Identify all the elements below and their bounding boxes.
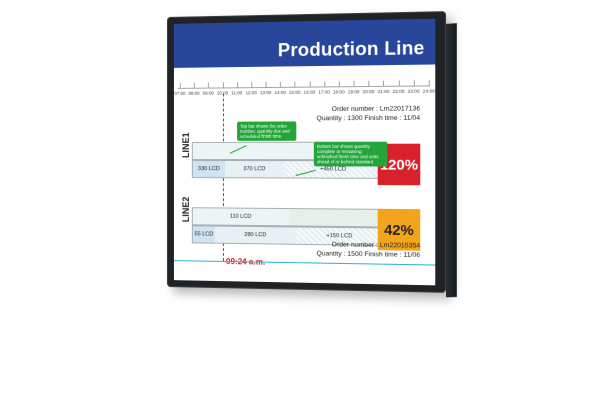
monitor-side — [446, 23, 457, 298]
timeline-tick-label: 24:00 — [422, 88, 435, 94]
timeline-tick — [353, 80, 355, 88]
line2-quantity-finish: Quantity : 1500 Finish time : 11/06 — [316, 250, 421, 260]
timeline-tick-label: 11:00 — [231, 90, 243, 96]
timeline-tick — [236, 82, 238, 89]
timeline-tick-label: 20:00 — [362, 89, 375, 95]
timeline-tick — [338, 81, 340, 88]
line1-quantity-finish: Quantity : 1300 Finish time : 11/04 — [316, 114, 421, 123]
line2-top-remaining — [289, 209, 383, 227]
line2-seg-1: 110 LCD — [192, 208, 290, 226]
timeline-tick — [294, 81, 296, 88]
timeline-tick-label: 09:00 — [202, 90, 214, 96]
timeline-tick — [265, 81, 267, 89]
line1-seg-1: 330 LCD — [192, 161, 225, 178]
line1-callout-bottom: Bottom bar shows quantity complete or re… — [313, 141, 388, 167]
timeline-tick-label: 17:00 — [318, 89, 330, 95]
timeline-tick-label: 13:00 — [259, 90, 272, 96]
line2-order-info: Order number : Lm22015354 Quantity : 150… — [316, 240, 420, 260]
timeline-tick-label: 22:00 — [392, 88, 405, 95]
page-title: Production Line — [277, 37, 425, 61]
line1-callout-top: Top bar shows the order number, quantity… — [237, 121, 297, 141]
timeline-tick — [383, 80, 385, 87]
line1-label: LINE1 — [180, 132, 191, 159]
line2-top-bar: 110 LCD — [191, 207, 385, 228]
timeline-tick — [251, 82, 253, 89]
timeline-tick — [368, 80, 370, 88]
timeline-tick-label: 21:00 — [377, 88, 390, 95]
timeline-tick-label: 18:00 — [332, 89, 345, 95]
line2-seg-3: 280 LCD — [214, 226, 297, 244]
timeline-tick-label: 16:00 — [303, 89, 316, 95]
timeline-tick-label: 12:00 — [245, 90, 257, 96]
timeline-tick — [398, 80, 400, 87]
line1-order-info: Order number : Lm22017136 Quantity : 130… — [316, 104, 420, 123]
baseline-divider — [173, 260, 436, 266]
timeline-tick — [179, 82, 181, 89]
timeline-tick-label: 19:00 — [347, 89, 360, 95]
timeline-tick — [413, 80, 415, 87]
timeline-tick-label: 08:00 — [188, 90, 200, 96]
timeline-tick-label: 23:00 — [407, 88, 420, 94]
line1-seg-2: 370 LCD — [224, 161, 284, 178]
timeline-tick — [222, 82, 224, 89]
timeline-tick — [428, 80, 430, 87]
timeline-tick — [280, 81, 282, 88]
timeline-tick — [324, 81, 326, 88]
timeline-tick — [208, 82, 210, 89]
timeline-tick-label: 15:00 — [288, 89, 301, 95]
timeline-tick-label: 14:00 — [274, 89, 286, 96]
timeline-axis — [177, 85, 429, 89]
line2-label: LINE2 — [180, 196, 191, 223]
timeline-tick — [194, 82, 196, 89]
line2-seg-2: 55 LCD — [192, 226, 215, 243]
header-banner: Production Line — [173, 18, 436, 68]
timeline-tick — [309, 81, 311, 88]
timeline-tick-label: 07:00 — [174, 90, 186, 96]
